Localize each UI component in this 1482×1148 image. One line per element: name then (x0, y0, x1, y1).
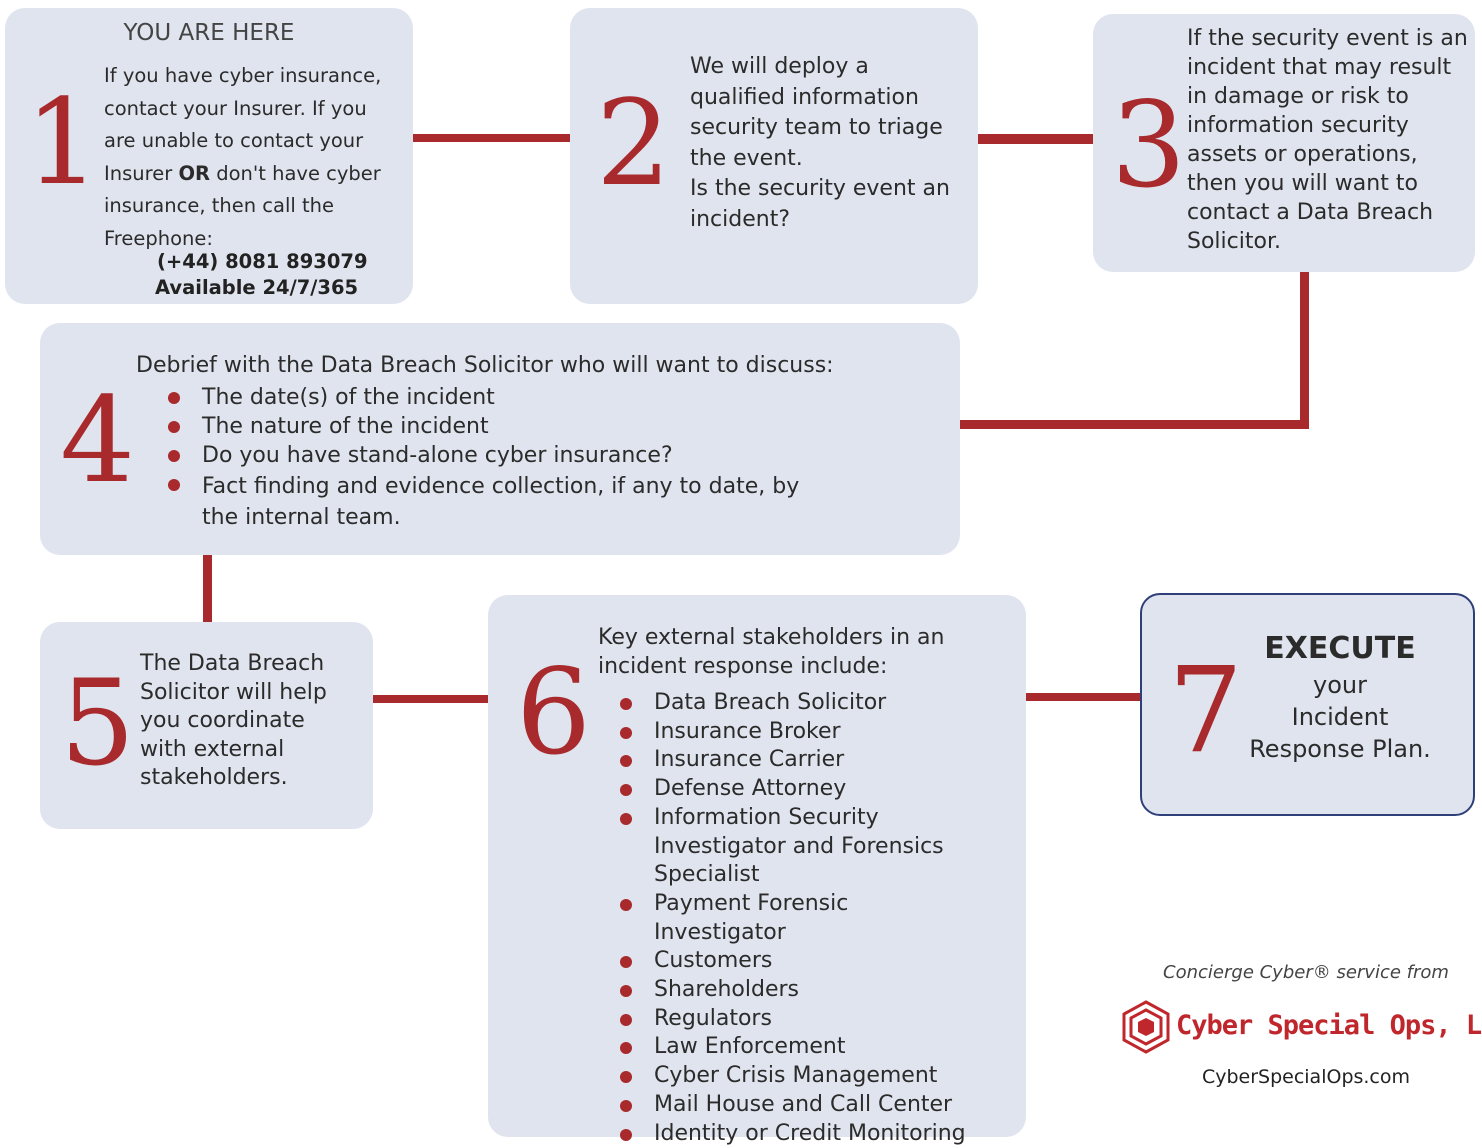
step-2-number: 2 (596, 74, 672, 212)
step-7-box: 7 EXECUTE your Incident Response Plan. (1140, 593, 1475, 816)
list-item: The nature of the incident (168, 412, 808, 441)
step-4-box: 4 Debrief with the Data Breach Solicitor… (40, 323, 960, 555)
list-item: Data Breach Solicitor (620, 689, 980, 718)
list-item: Insurance Carrier (620, 746, 980, 775)
connector-6-7 (1026, 693, 1142, 701)
step-1-number: 1 (25, 73, 101, 211)
step-5-text: The Data Breach Solicitor will help you … (140, 651, 327, 790)
step-7-line-2: Incident (1291, 703, 1389, 731)
list-item: Do you have stand-alone cyber insurance? (168, 441, 808, 470)
connector-2-3 (976, 134, 1094, 144)
step-6-list: Data Breach Solicitor Insurance Broker I… (620, 689, 980, 1148)
company-name: Cyber Special Ops, LLC (1176, 1010, 1482, 1041)
step-4-intro: Debrief with the Data Breach Solicitor w… (136, 353, 834, 378)
footer-logo: Cyber Special Ops, LLC (1118, 998, 1482, 1056)
step-1-bold-or: OR (178, 161, 211, 185)
list-item: Fact finding and evidence collection, if… (168, 470, 808, 533)
step-1-header: YOU ARE HERE (123, 20, 295, 46)
list-item: Payment Forensic Investigator (620, 890, 980, 947)
list-item: Mail House and Call Center (620, 1091, 980, 1120)
list-item: Cyber Crisis Management (620, 1062, 980, 1091)
step-1-phone: (+44) 8081 893079 (157, 250, 368, 273)
step-5-number: 5 (60, 654, 136, 792)
step-7-line-3: Response Plan. (1249, 735, 1431, 763)
step-7-line-1: your (1313, 671, 1367, 699)
step-3-text: If the security event is an incident tha… (1187, 26, 1468, 254)
step-3-box: 3 If the security event is an incident t… (1093, 14, 1475, 272)
step-1-availability: Available 24/7/365 (155, 276, 359, 299)
list-item: Regulators (620, 1005, 980, 1034)
step-5-box: 5 The Data Breach Solicitor will help yo… (40, 622, 373, 829)
connector-1-2 (412, 134, 572, 142)
connector-4-5 (203, 555, 212, 625)
step-6-number: 6 (516, 643, 592, 781)
step-1-text-after: don't have cyber insurance, then call th… (104, 161, 381, 250)
step-2-box: 2 We will deploy a qualified information… (570, 8, 978, 304)
list-item: Shareholders (620, 976, 980, 1005)
step-6-box: 6 Key external stakeholders in an incide… (488, 595, 1026, 1146)
step-7-number: 7 (1168, 641, 1244, 779)
footer-website: CyberSpecialOps.com (1201, 1066, 1411, 1088)
step-4-list: The date(s) of the incident The nature o… (168, 383, 808, 533)
step-7-text: EXECUTE your Incident Response Plan. (1240, 629, 1440, 765)
step-7-title: EXECUTE (1264, 631, 1416, 666)
list-item: Customers (620, 947, 980, 976)
list-item: Defense Attorney (620, 775, 980, 804)
step-3-number: 3 (1111, 76, 1187, 214)
step-6-intro: Key external stakeholders in an incident… (598, 625, 945, 679)
list-item: Information Security Investigator and Fo… (620, 804, 954, 890)
footer-tagline: Concierge Cyber® service from (1163, 962, 1449, 983)
connector-3-down (1300, 270, 1309, 428)
connector-5-6 (373, 695, 490, 703)
step-4-number: 4 (60, 371, 136, 509)
step-1-text-before: If you have cyber insurance, contact you… (104, 64, 382, 185)
step-2-question: Is the security event an incident? (690, 176, 950, 232)
list-item: The date(s) of the incident (168, 383, 808, 412)
hexagon-logo-icon (1122, 1000, 1170, 1054)
connector-3-4 (960, 420, 1309, 429)
step-2-description: We will deploy a qualified information s… (690, 54, 943, 171)
list-item: Law Enforcement (620, 1033, 980, 1062)
list-item: Identity or Credit Monitoring (620, 1120, 980, 1148)
step-1-text: If you have cyber insurance, contact you… (104, 60, 404, 255)
step-2-text: We will deploy a qualified information s… (690, 52, 970, 235)
step-1-box: 1 YOU ARE HERE If you have cyber insuran… (5, 8, 413, 304)
list-item: Insurance Broker (620, 718, 980, 747)
